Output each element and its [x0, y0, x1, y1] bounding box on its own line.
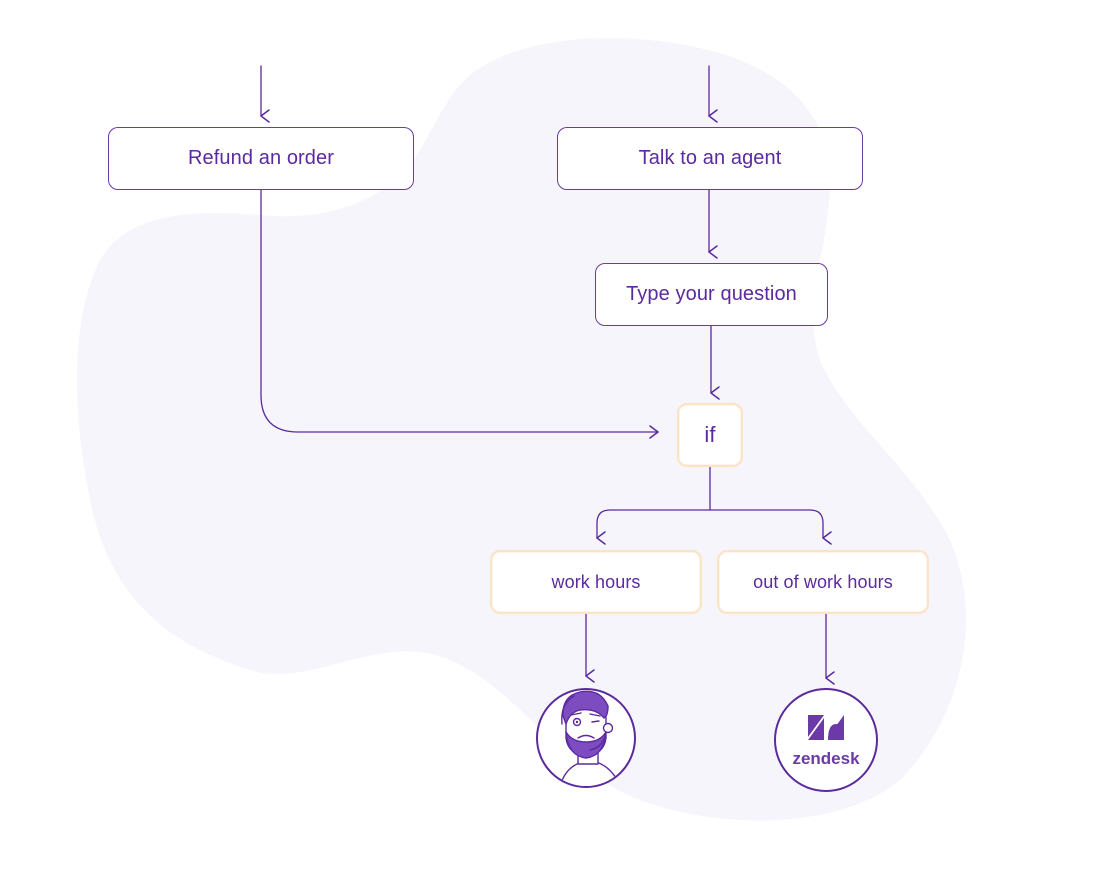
node-out-of-work-hours-label: out of work hours — [753, 571, 893, 592]
node-type-your-question[interactable]: Type your question — [595, 263, 828, 326]
support-agent-avatar-icon — [536, 688, 636, 788]
node-refund-label: Refund an order — [187, 147, 335, 169]
node-talk-agent-label: Talk to an agent — [638, 147, 782, 169]
node-talk-to-an-agent[interactable]: Talk to an agent — [557, 127, 863, 190]
branch-if-split — [596, 466, 711, 545]
node-if-label: if — [704, 422, 716, 447]
node-work-hours[interactable]: work hours — [490, 550, 702, 614]
background-blob — [76, 38, 966, 821]
node-work-hours-label: work hours — [551, 571, 641, 592]
zendesk-logo-icon: zendesk — [774, 688, 878, 792]
arrow-refund-to-if — [260, 189, 659, 439]
branch-if-split-right — [709, 509, 832, 545]
node-out-of-work-hours[interactable]: out of work hours — [717, 550, 929, 614]
node-if-condition[interactable]: if — [677, 403, 743, 467]
zendesk-logo-text: zendesk — [792, 749, 860, 768]
node-type-question-label: Type your question — [626, 283, 797, 305]
node-refund-an-order[interactable]: Refund an order — [108, 127, 414, 190]
connectors — [260, 65, 835, 685]
